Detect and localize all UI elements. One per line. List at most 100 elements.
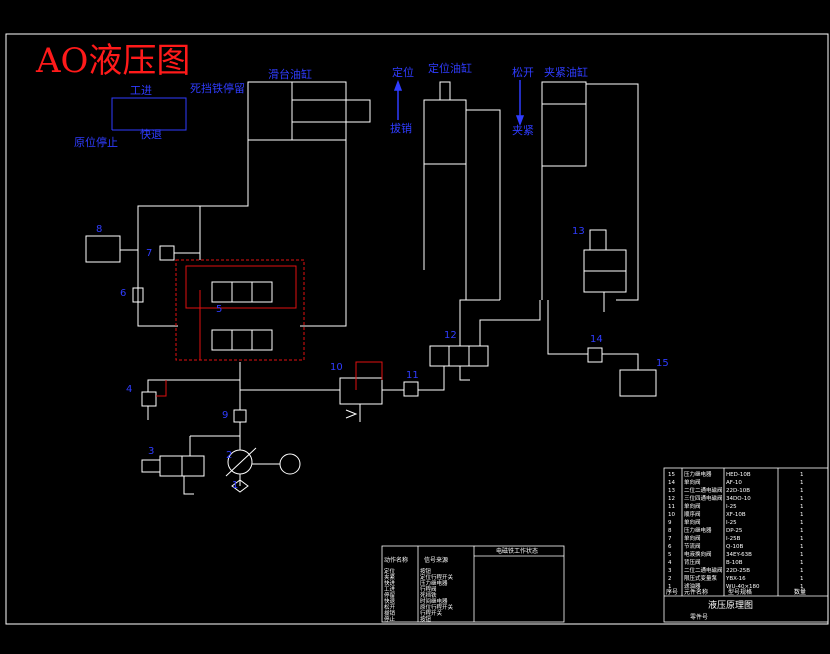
part-no: 8 [668, 528, 672, 534]
action-row-signal: 行程开关 [420, 609, 443, 617]
action-row-signal: 按钮 [420, 567, 432, 575]
num-12: 12 [444, 330, 457, 341]
cycle-gongjin: 工进 [130, 84, 152, 97]
action-row-signal: 时间继电器 [420, 597, 448, 605]
part-name: 二位二通电磁阀 [684, 486, 723, 494]
part-no: 15 [668, 472, 675, 478]
label-dingwei-cyl: 定位油缸 [428, 61, 472, 75]
part-qty: 1 [800, 472, 804, 478]
action-row-name: 停留 [384, 591, 396, 599]
num-8: 8 [96, 224, 102, 235]
num-9: 9 [222, 410, 228, 421]
action-row-name: 工进 [384, 585, 396, 593]
part-qty: 1 [800, 528, 804, 534]
part-name: 滤油器 [684, 582, 701, 590]
part-name: 单向阀 [684, 518, 701, 526]
drawing-frame [5, 33, 829, 625]
cycle-yuanwei: 原位停止 [74, 135, 118, 149]
part-qty: 1 [800, 536, 804, 542]
parts-header-qty: 数量 [794, 588, 806, 596]
action-row-signal: 压力继电器 [420, 579, 448, 587]
part-model: Q-10B [726, 544, 743, 550]
part-model: AF-10 [726, 480, 742, 486]
part-qty: 1 [800, 544, 804, 550]
part-model: I-25 [726, 504, 737, 510]
part-name: 二位二通电磁阀 [684, 566, 723, 574]
part-name: 限压式变量泵 [684, 574, 718, 582]
label-jiajin: 夹紧 [512, 124, 534, 137]
num-1: 1 [232, 480, 238, 491]
label-songkai: 松开 [512, 65, 534, 79]
part-qty: 1 [800, 520, 804, 526]
hydraulic-lines [85, 81, 657, 495]
num-2: 2 [226, 450, 232, 461]
drawing-title: 液压原理图 [708, 599, 753, 611]
part-model: YBX-16 [725, 576, 746, 582]
num-15: 15 [656, 358, 669, 369]
action-row-signal: 行程阀 [420, 585, 437, 593]
num-5: 5 [216, 304, 222, 315]
action-row-name: 松开 [384, 603, 396, 611]
valve-5-spools [211, 281, 273, 351]
num-6: 6 [120, 288, 126, 299]
part-no: 11 [668, 504, 675, 510]
part-name: 压力继电器 [684, 470, 712, 478]
motion-arrows [393, 79, 525, 127]
part-no: 14 [668, 480, 675, 486]
parts-header-no: 序号 [666, 588, 678, 596]
label-jiajin-cyl: 夹紧油缸 [544, 65, 588, 79]
part-model: 34EY-63B [726, 552, 752, 558]
part-qty: 1 [800, 584, 804, 590]
valve-5-outline [156, 259, 383, 397]
cycle-dingya: 死挡铁停留 [190, 81, 245, 95]
action-row-name: 快退 [384, 597, 396, 605]
parts-header-name: 元件名称 [684, 588, 708, 596]
parts-qty: 1 1 1 1 1 1 1 1 1 1 1 1 1 1 1 [800, 472, 804, 590]
num-3: 3 [148, 446, 154, 457]
num-13: 13 [572, 226, 585, 237]
part-qty: 1 [800, 488, 804, 494]
part-qty: 1 [800, 576, 804, 582]
parts-table [663, 467, 829, 623]
part-no: 10 [668, 512, 675, 518]
component-labels: 1 2 3 4 5 6 7 8 9 10 11 12 13 14 15 [96, 224, 669, 491]
part-no: 12 [668, 496, 675, 502]
label-cylinder1: 滑台油缸 [268, 67, 312, 81]
part-name: 单向阀 [684, 502, 701, 510]
part-model: 22D-25B [726, 568, 750, 574]
label-bajin: 拔销 [390, 121, 412, 135]
num-4: 4 [126, 384, 132, 395]
action-row-name: 夹紧 [384, 573, 396, 581]
part-model: B-10B [726, 560, 743, 566]
part-no: 13 [668, 488, 675, 494]
part-qty: 1 [800, 552, 804, 558]
action-row-signal: 按钮 [420, 615, 432, 623]
part-no: 2 [668, 576, 672, 582]
part-no: 6 [668, 544, 672, 550]
part-qty: 1 [800, 512, 804, 518]
num-7: 7 [146, 248, 152, 259]
part-no: 1 [668, 584, 672, 590]
part-name: 顺序阀 [684, 510, 701, 518]
part-model: I-25B [726, 536, 741, 542]
action-row-name: 停止 [384, 615, 396, 623]
part-no: 3 [668, 568, 672, 574]
label-dingwei: 定位 [392, 65, 414, 79]
action-table [381, 545, 565, 623]
part-name: 压力继电器 [684, 526, 712, 534]
part-name: 三位四通电磁阀 [684, 494, 723, 502]
cycle-diagram [111, 97, 187, 131]
part-model: 34DO-10 [726, 496, 751, 502]
part-model: XF-10B [726, 512, 746, 518]
action-row-name: 定位 [384, 567, 396, 575]
part-model: 22D-10B [726, 488, 750, 494]
part-name: 节流阀 [684, 542, 701, 550]
part-name: 单向阀 [684, 534, 701, 542]
parts-rows: 15 压力继电器 HED-10B 14 单向阀 AF-10 13 二位二通电磁阀… [668, 470, 760, 590]
action-row-signal: 原位行程开关 [420, 603, 454, 611]
parts-header-model: 型号规格 [728, 588, 752, 596]
num-14: 14 [590, 334, 603, 345]
action-row-signal: 死挡铁 [420, 591, 437, 599]
part-model: DP-25 [726, 528, 743, 534]
part-model: I-25 [726, 520, 737, 526]
